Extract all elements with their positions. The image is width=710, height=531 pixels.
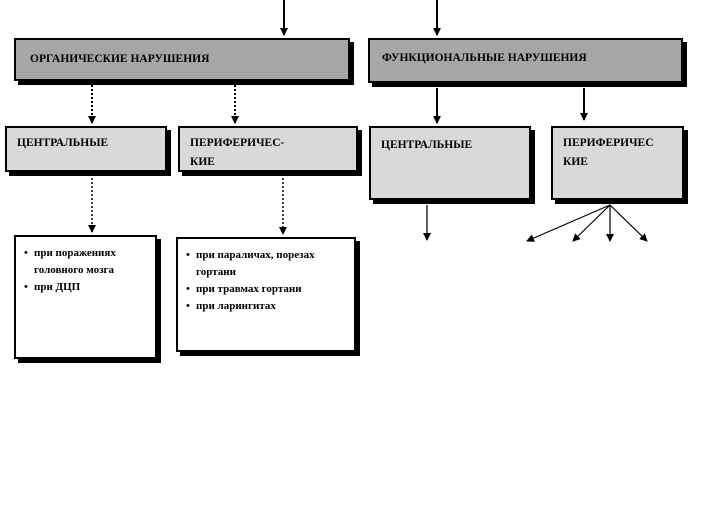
arrow-fan-1 (526, 204, 611, 242)
list-item: при ДЦП (24, 279, 142, 296)
functional-peripheral-box: ПЕРИФЕРИЧЕС КИЕ (551, 126, 684, 200)
organic-peripheral-list: при параличах, порезах гортани при травм… (186, 247, 346, 315)
functional-central-box: ЦЕНТРАЛЬНЫЕ (369, 126, 531, 200)
organic-disorders-title: ОРГАНИЧЕСКИЕ НАРУШЕНИЯ (30, 53, 210, 65)
functional-disorders-box: ФУНКЦИОНАЛЬНЫЕ НАРУШЕНИЯ (368, 38, 683, 83)
arrow-fan-2 (572, 204, 611, 242)
list-item: при травмах гортани (186, 281, 346, 298)
organic-central-title: ЦЕНТРАЛЬНЫЕ (17, 137, 109, 149)
functional-peripheral-title-line1: ПЕРИФЕРИЧЕС (563, 137, 654, 149)
organic-peripheral-list-box: при параличах, порезах гортани при травм… (176, 237, 356, 352)
functional-central-title: ЦЕНТРАЛЬНЫЕ (381, 139, 473, 151)
organic-central-box: ЦЕНТРАЛЬНЫЕ (5, 126, 167, 172)
list-item: при поражениях головного мозга (24, 245, 142, 279)
arrow-fan-4 (609, 204, 648, 242)
organic-central-list: при поражениях головного мозга при ДЦП (24, 245, 142, 296)
organic-peripheral-title-line1: ПЕРИФЕРИЧЕС- (190, 137, 285, 149)
list-item: при ларингитах (186, 298, 346, 315)
functional-disorders-title: ФУНКЦИОНАЛЬНЫЕ НАРУШЕНИЯ (382, 52, 587, 64)
functional-peripheral-title-line2: КИЕ (563, 156, 588, 168)
list-item: при параличах, порезах гортани (186, 247, 346, 281)
organic-peripheral-title-line2: КИЕ (190, 156, 215, 168)
organic-central-list-box: при поражениях головного мозга при ДЦП (14, 235, 157, 359)
organic-peripheral-box: ПЕРИФЕРИЧЕС- КИЕ (178, 126, 358, 172)
organic-disorders-box: ОРГАНИЧЕСКИЕ НАРУШЕНИЯ (14, 38, 350, 81)
